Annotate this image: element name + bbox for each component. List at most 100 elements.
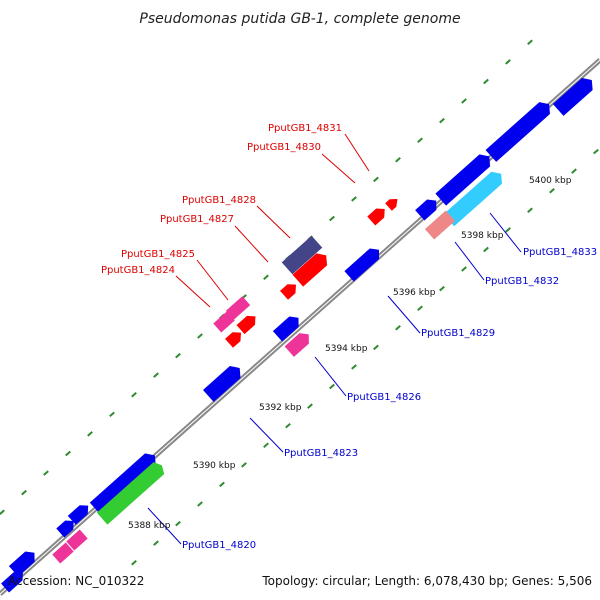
gene-label-4823[interactable]: PputGB1_4823 <box>284 448 358 459</box>
tick-dot-outer-top <box>351 196 357 202</box>
gene-4823[interactable] <box>202 366 241 402</box>
accession-text: Accession: NC_010322 <box>8 574 144 588</box>
gene-4826-magenta[interactable] <box>284 333 309 357</box>
gene-label-4824[interactable]: PputGB1_4824 <box>101 265 175 276</box>
tick-dot-outer-bottom <box>263 442 269 449</box>
gene-4827-red[interactable] <box>292 253 328 287</box>
gene-red-5395[interactable] <box>280 284 296 300</box>
gene-blue-5384[interactable] <box>1 571 23 593</box>
topology-text: Topology: circular; Length: 6,078,430 bp… <box>261 574 592 588</box>
gene-label-4826[interactable]: PputGB1_4826 <box>347 392 421 403</box>
gene-blue-5385[interactable] <box>8 551 35 577</box>
tick-dot-outer-top <box>329 215 335 222</box>
callout-4820 <box>147 507 182 545</box>
gene-4830-red[interactable] <box>367 208 385 226</box>
callout-4827 <box>234 225 269 263</box>
gene-4833-cyan[interactable] <box>443 171 502 227</box>
tick-label-5396: 5396 kbp <box>393 288 436 298</box>
tick-dot-outer-bottom <box>439 285 445 292</box>
tick-dot-outer-bottom <box>307 403 313 409</box>
tick-dot-outer-bottom <box>549 187 555 194</box>
callout-4826 <box>314 356 347 397</box>
tick-dot-outer-bottom <box>593 148 599 155</box>
tick-label-5388: 5388 kbp <box>128 521 171 531</box>
gene-features <box>1 78 593 593</box>
gene-4832-salmon[interactable] <box>424 210 456 240</box>
gene-blue-5401[interactable] <box>485 102 550 162</box>
tick-dot-outer-bottom <box>461 266 467 272</box>
tick-dot-outer-top <box>461 98 467 104</box>
gene-blue-5398-small[interactable] <box>415 199 437 221</box>
tick-dot-outer-top <box>43 470 49 476</box>
gene-magenta-4824[interactable] <box>213 311 235 333</box>
callout-4824 <box>175 275 211 308</box>
tick-dot-outer-bottom <box>219 481 225 488</box>
callout-4823 <box>249 417 284 453</box>
gene-blue-5399[interactable] <box>435 154 491 206</box>
tick-label-5392: 5392 kbp <box>259 403 302 413</box>
gene-label-4829[interactable]: PputGB1_4829 <box>421 328 495 339</box>
tick-dot-outer-bottom <box>395 325 401 331</box>
label-callouts <box>147 133 522 545</box>
gene-red-5393-b[interactable] <box>225 332 241 348</box>
gene-4828-navy[interactable] <box>281 235 323 275</box>
gene-label-4827[interactable]: PputGB1_4827 <box>160 214 234 225</box>
tick-label-5390: 5390 kbp <box>193 461 236 471</box>
tick-dot-outer-bottom <box>483 246 489 253</box>
gene-4829[interactable] <box>344 248 380 282</box>
callout-4829 <box>387 295 421 334</box>
tick-dot-outer-top <box>483 78 489 85</box>
tick-dot-outer-bottom <box>373 344 379 351</box>
tick-dot-outer-top <box>0 509 5 515</box>
gene-label-4828[interactable]: PputGB1_4828 <box>182 195 256 206</box>
tick-dot-outer-bottom <box>197 501 203 507</box>
tick-label-5394: 5394 kbp <box>325 344 368 354</box>
tick-dot-outer-top <box>153 372 159 378</box>
tick-dot-outer-top <box>197 333 203 339</box>
tick-dot-outer-bottom <box>131 559 137 566</box>
tick-dot-outer-top <box>21 489 27 496</box>
tick-dot-outer-bottom <box>175 520 181 527</box>
callout-4833 <box>489 212 522 253</box>
tick-dot-outer-top <box>505 59 511 65</box>
gene-label-4831[interactable]: PputGB1_4831 <box>268 123 342 134</box>
gene-red-5393-a[interactable] <box>236 315 256 335</box>
gene-label-4833[interactable]: PputGB1_4833 <box>523 247 597 258</box>
gene-label-4820[interactable]: PputGB1_4820 <box>182 540 256 551</box>
tick-dot-outer-top <box>65 450 71 457</box>
callout-4832 <box>454 241 485 281</box>
tick-dot-outer-top <box>417 137 423 143</box>
tick-dot-outer-bottom <box>417 305 423 311</box>
tick-dot-outer-bottom <box>527 207 533 214</box>
tick-tracks <box>0 39 599 566</box>
tick-dot-outer-bottom <box>351 364 357 370</box>
tick-dot-outer-bottom <box>505 227 511 233</box>
tick-dot-outer-bottom <box>285 422 291 429</box>
tick-dot-outer-bottom <box>571 168 577 174</box>
gene-4820-green[interactable] <box>96 462 165 525</box>
tick-dot-outer-top <box>131 391 137 398</box>
tick-label-5400: 5400 kbp <box>529 176 572 186</box>
gene-blue-5394[interactable] <box>272 316 299 342</box>
callout-4830 <box>321 153 356 184</box>
gene-magenta-4825[interactable] <box>225 296 251 320</box>
callout-4831 <box>344 133 370 172</box>
gene-blue-5387[interactable] <box>67 505 89 525</box>
tick-dot-outer-bottom <box>153 540 159 546</box>
tick-dot-outer-bottom <box>329 383 335 390</box>
tick-dot-outer-top <box>373 176 379 183</box>
gene-blue-5386[interactable] <box>56 520 74 538</box>
gene-4831-red[interactable] <box>385 199 398 211</box>
gene-blue-top-right[interactable] <box>552 78 593 116</box>
tick-dot-outer-top <box>175 352 181 359</box>
gene-blue-5389[interactable] <box>89 453 156 515</box>
tick-label-5398: 5398 kbp <box>461 231 504 241</box>
tick-dot-outer-top <box>395 157 401 163</box>
gene-magenta-5386-b[interactable] <box>52 542 74 564</box>
gene-label-4830[interactable]: PputGB1_4830 <box>247 142 321 153</box>
gene-label-4825[interactable]: PputGB1_4825 <box>121 249 195 260</box>
gene-magenta-5386-a[interactable] <box>66 529 88 551</box>
gene-label-4832[interactable]: PputGB1_4832 <box>485 276 559 287</box>
